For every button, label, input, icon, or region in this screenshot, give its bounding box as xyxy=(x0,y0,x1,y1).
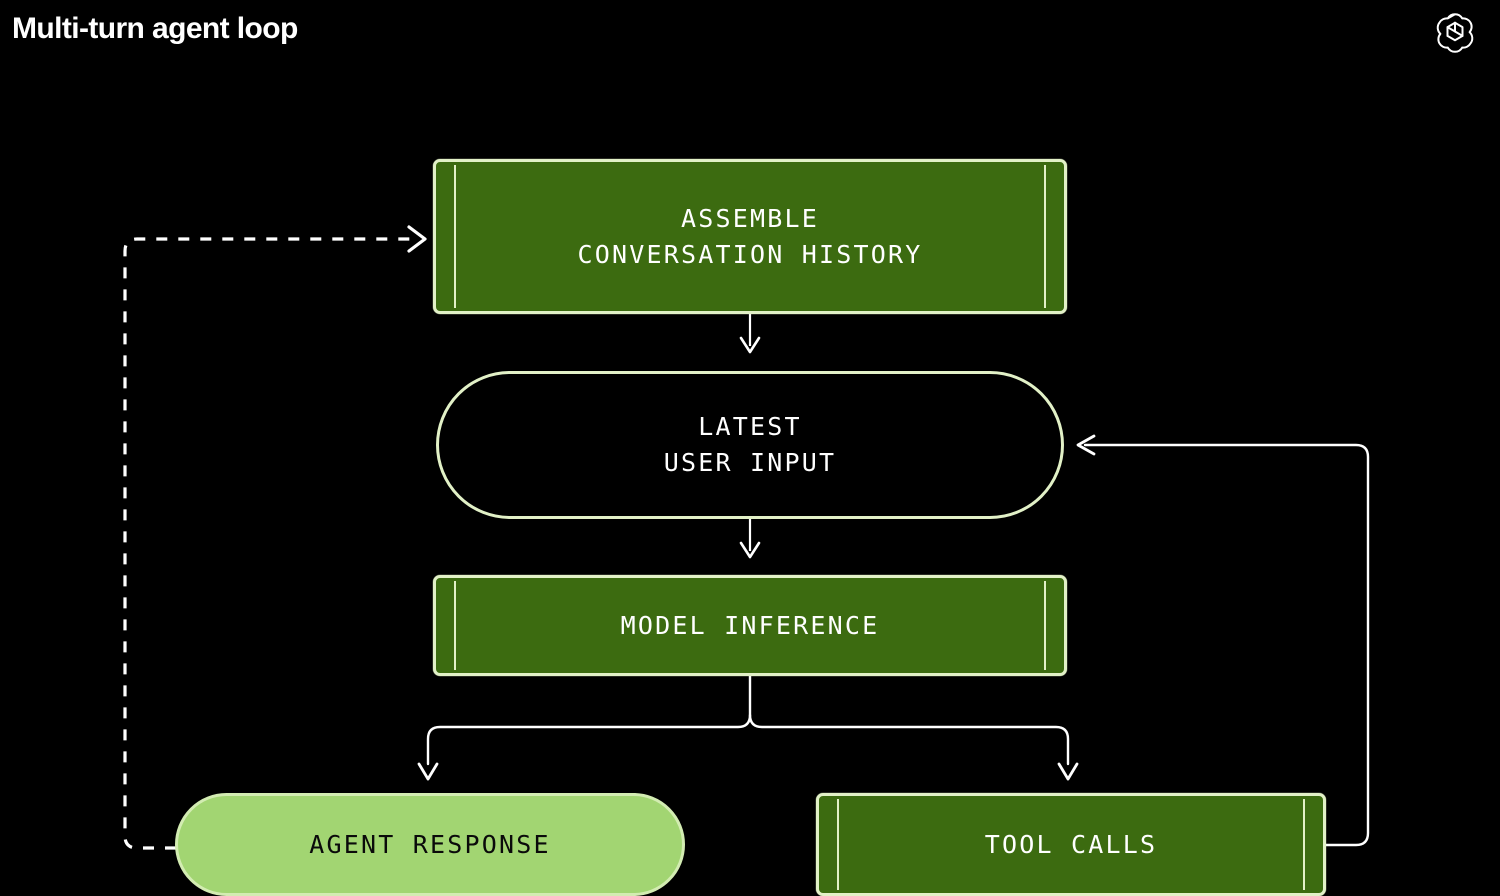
rail-left-decoration xyxy=(454,581,456,670)
node-label-latest-input: LATEST USER INPUT xyxy=(663,412,837,477)
node-agent-response[interactable]: AGENT RESPONSE xyxy=(175,793,685,896)
openai-logo xyxy=(1430,8,1480,58)
edge-model-inference-to-agent-response xyxy=(417,674,752,781)
node-label-tool-calls: TOOL CALLS xyxy=(984,829,1158,859)
page-title: Multi-turn agent loop xyxy=(12,12,298,45)
rail-right-decoration xyxy=(1303,799,1305,890)
edge-agent-response-to-assemble xyxy=(123,225,427,850)
edge-assemble-to-latest-input xyxy=(739,314,761,354)
node-label-assemble: ASSEMBLE CONVERSATION HISTORY xyxy=(577,203,923,269)
rail-left-decoration xyxy=(837,799,839,890)
edge-model-inference-to-tool-calls xyxy=(748,713,1079,781)
rail-right-decoration xyxy=(1044,581,1046,670)
node-label-agent-response: AGENT RESPONSE xyxy=(309,829,551,859)
node-latest-user-input[interactable]: LATEST USER INPUT xyxy=(436,371,1064,519)
node-tool-calls[interactable]: TOOL CALLS xyxy=(816,793,1326,896)
rail-right-decoration xyxy=(1044,165,1046,308)
node-assemble-conversation-history[interactable]: ASSEMBLE CONVERSATION HISTORY xyxy=(433,159,1067,314)
node-label-model-inference: MODEL INFERENCE xyxy=(620,610,880,640)
node-model-inference[interactable]: MODEL INFERENCE xyxy=(433,575,1067,676)
edge-latest-input-to-model-inference xyxy=(739,519,761,559)
rail-left-decoration xyxy=(454,165,456,308)
edge-tool-calls-to-latest-input xyxy=(1076,434,1370,847)
